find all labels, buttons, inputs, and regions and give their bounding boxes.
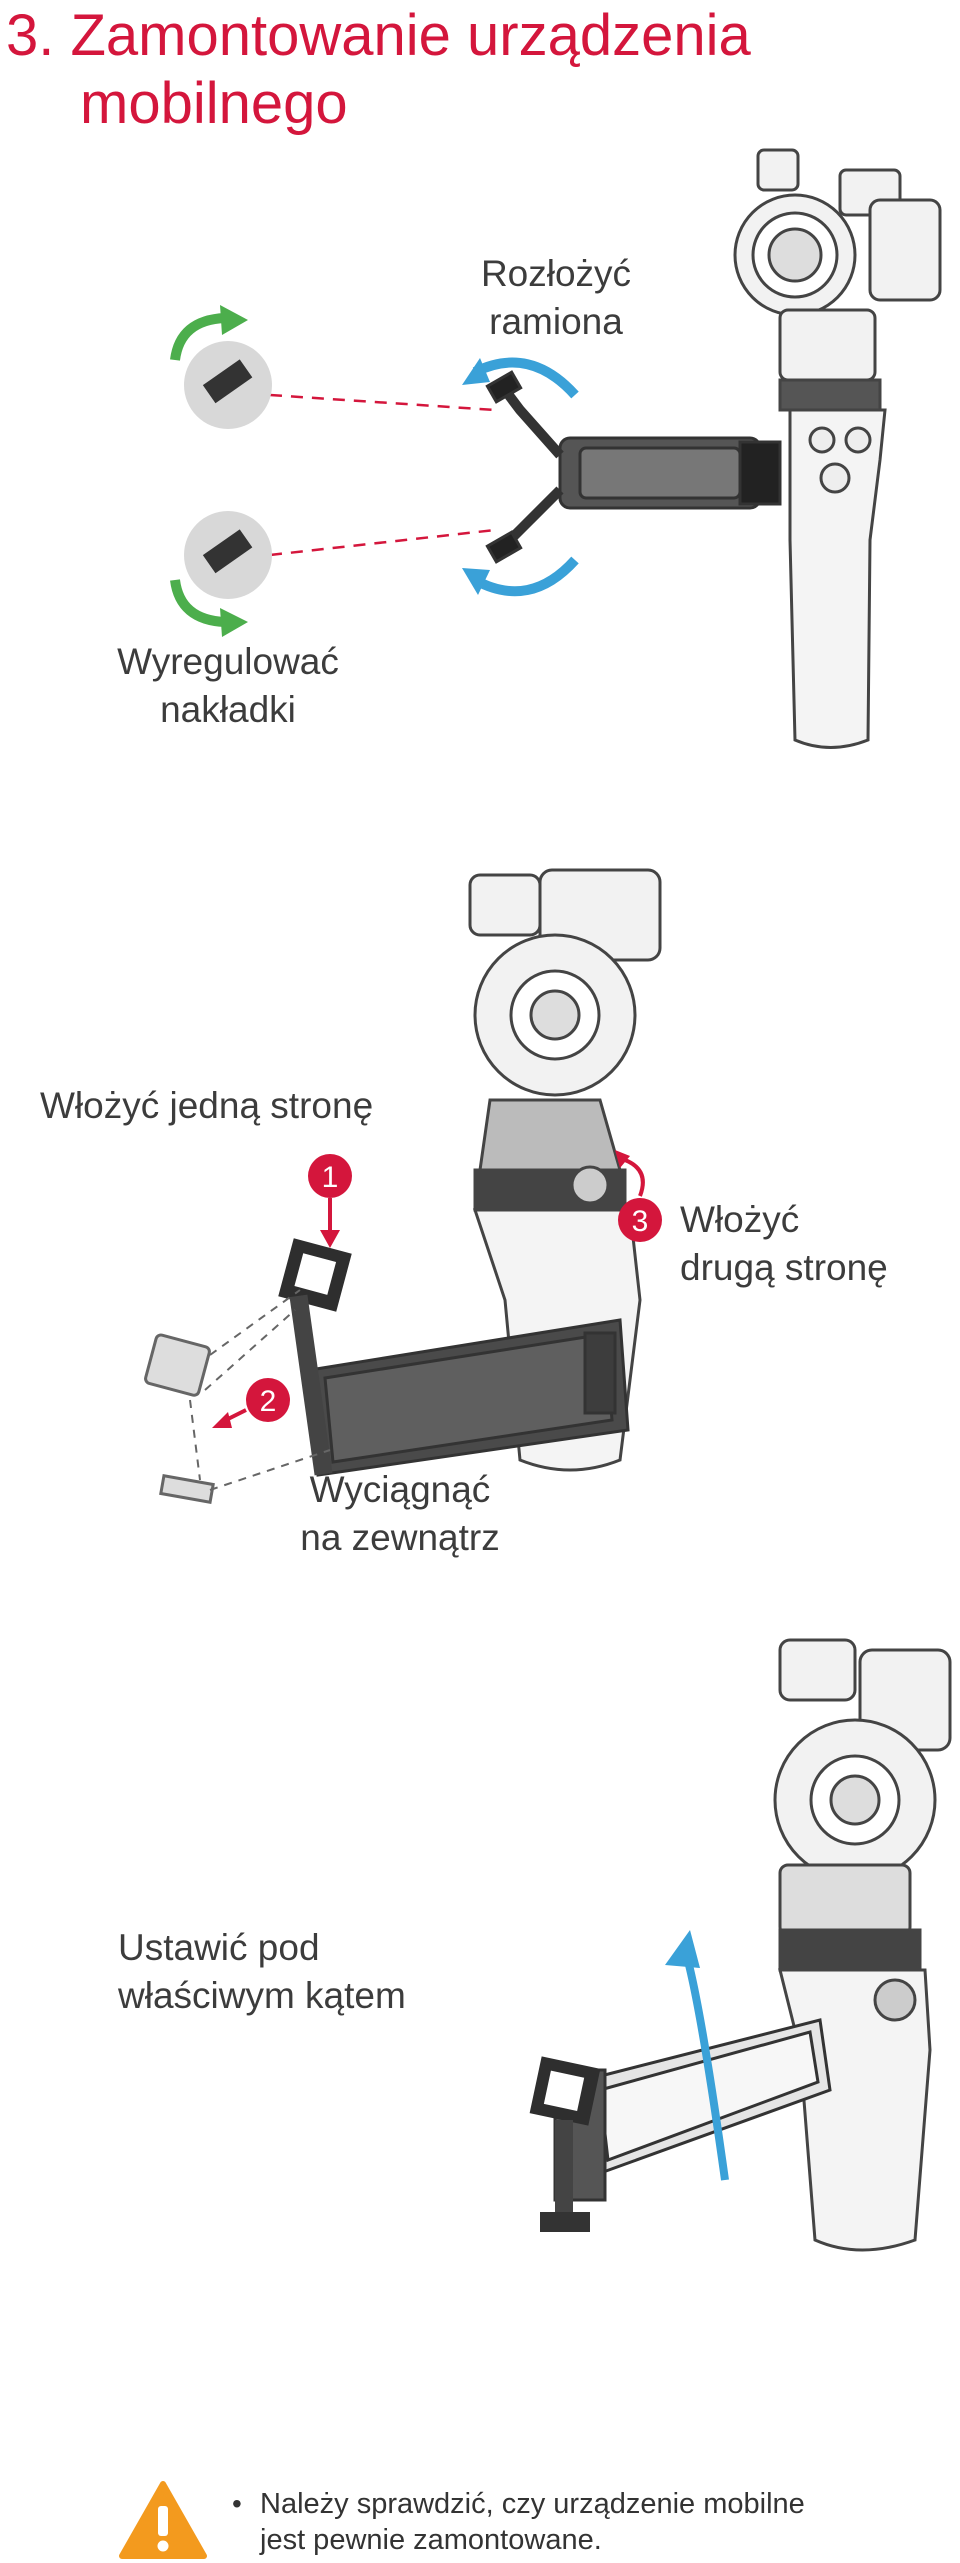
svg-text:1: 1 <box>322 1161 339 1194</box>
arrow-head-icon <box>462 358 490 385</box>
figure-unfold-arms <box>170 148 942 749</box>
note-bullet: • <box>232 2488 242 2519</box>
gimbal-camera-illustration <box>468 868 662 1212</box>
rotate-arrow <box>665 1930 729 2181</box>
step-2-badge: 2 <box>212 1378 290 1428</box>
warning-triangle-icon <box>119 2481 207 2559</box>
gimbal-camera-illustration <box>733 148 942 382</box>
step-1-label: Włożyć jedną stronę <box>40 1085 374 1126</box>
svg-text:3: 3 <box>632 1205 649 1238</box>
phone-illustration <box>553 2018 832 2202</box>
step-3-badge: 3 <box>615 1150 662 1242</box>
mobile-mount-illustration <box>485 370 782 564</box>
arrow-head-icon <box>462 568 490 595</box>
mount-clamp-left <box>529 2056 601 2232</box>
guide-line <box>269 528 496 557</box>
adjust-clamps-label: Wyregulować nakładki <box>117 641 339 730</box>
figure-adjust-angle <box>529 1638 952 2252</box>
guide-lines <box>189 1289 331 1491</box>
page-title-line1: 3. Zamontowanie urządzenia <box>6 3 751 68</box>
adjust-angle-label: Ustawić pod właściwym kątem <box>118 1927 406 2016</box>
gimbal-handle-illustration <box>778 1968 932 2252</box>
unfold-arrows <box>472 357 579 597</box>
unfold-arms-label: Rozłożyć ramiona <box>480 253 632 342</box>
clamp-detail-bottom <box>170 511 272 637</box>
phone-illustration <box>308 1318 630 1477</box>
svg-text:2: 2 <box>260 1385 277 1418</box>
gimbal-camera-illustration <box>773 1638 952 1972</box>
clamp-bracket-removed <box>144 1333 215 1504</box>
gimbal-handle-illustration <box>778 378 887 749</box>
safety-note: Należy sprawdzić, czy urządzenie mobilne… <box>260 2488 805 2556</box>
figure-insert-phone: 1 2 3 <box>144 868 662 1504</box>
step-3-label: Włożyć drugą stronę <box>680 1199 888 1288</box>
clamp-detail-top <box>170 305 272 429</box>
guide-line <box>269 393 496 412</box>
page-title: 3. Zamontowanie urządzenia mobilnego <box>6 2 946 138</box>
step-1-badge: 1 <box>308 1154 352 1248</box>
page-title-line2: mobilnego <box>80 71 348 136</box>
step-2-label: Wyciągnąć na zewnątrz <box>300 1469 500 1558</box>
